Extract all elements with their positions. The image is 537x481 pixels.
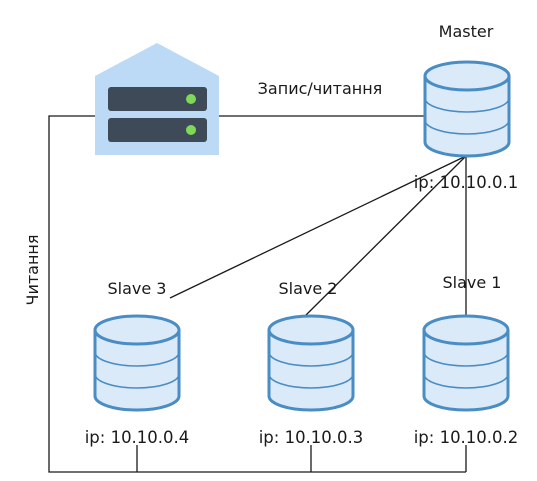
slave3-ip: ip: 10.10.0.4 [85, 428, 190, 447]
master-database-icon [423, 60, 511, 158]
slave1-database-icon [422, 314, 510, 412]
server-led-bottom [186, 125, 196, 135]
slave1-label: Slave 1 [443, 273, 502, 292]
server-icon [95, 43, 219, 155]
read-label: Читання [23, 234, 42, 305]
read-link [48, 115, 466, 473]
slave2-database-icon [267, 314, 355, 412]
server-unit-top [108, 87, 207, 111]
master-ip: ip: 10.10.0.1 [414, 173, 519, 192]
slave3-label: Slave 3 [108, 279, 167, 298]
server-unit-bottom [108, 118, 207, 142]
replication-link-slave3 [169, 155, 467, 299]
slave2-ip: ip: 10.10.0.3 [259, 428, 364, 447]
master-label: Master [439, 22, 494, 41]
slave1-ip: ip: 10.10.0.2 [414, 428, 519, 447]
connection-lines [48, 115, 467, 473]
server-led-top [186, 94, 196, 104]
slave2-label: Slave 2 [279, 279, 338, 298]
replication-link-slave2 [304, 155, 467, 317]
read-write-label: Запис/читання [258, 79, 383, 98]
slave3-database-icon [93, 314, 181, 412]
